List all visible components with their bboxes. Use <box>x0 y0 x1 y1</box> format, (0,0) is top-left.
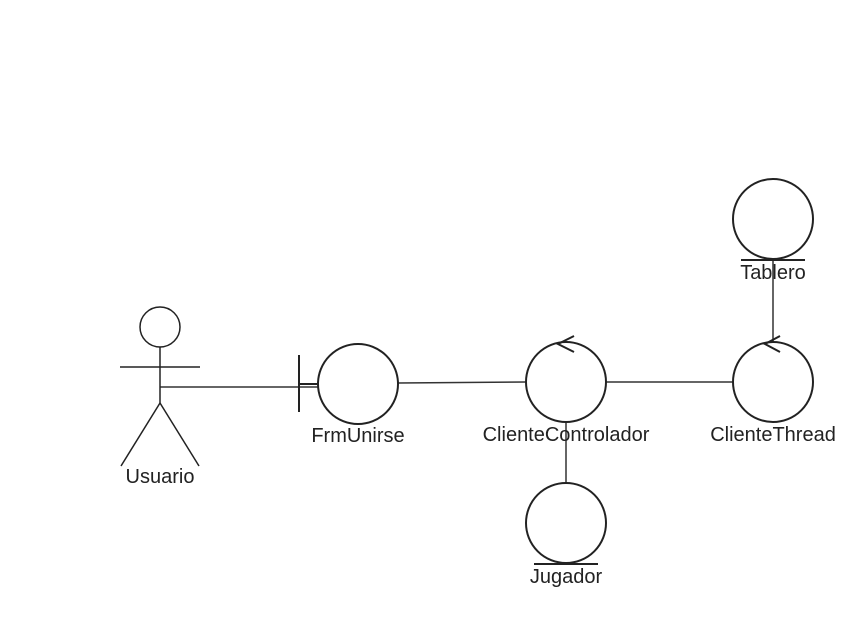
entity-tablero-label: Tablero <box>740 262 806 284</box>
boundary-frmunirse[interactable]: FrmUnirse <box>298 343 405 447</box>
control-clientethread-label: ClienteThread <box>710 424 836 446</box>
actor-usuario-label: Usuario <box>126 466 195 488</box>
entity-icon <box>525 482 607 565</box>
connections <box>160 260 774 483</box>
link-frmunirse-clientecontrolador <box>397 381 527 384</box>
entity-icon <box>732 178 814 261</box>
boundary-icon <box>298 343 399 425</box>
entity-tablero[interactable]: Tablero <box>732 178 814 284</box>
control-clientethread[interactable]: ClienteThread <box>710 335 836 446</box>
actor-usuario[interactable]: Usuario <box>120 306 200 488</box>
control-icon <box>732 335 814 423</box>
entity-jugador[interactable]: Jugador <box>525 482 607 588</box>
boundary-frmunirse-label: FrmUnirse <box>311 425 404 447</box>
control-clientecontrolador-label: ClienteControlador <box>483 424 650 446</box>
control-clientecontrolador[interactable]: ClienteControlador <box>483 335 650 446</box>
control-icon <box>525 335 607 423</box>
entity-jugador-label: Jugador <box>530 566 603 588</box>
stick-figure-actor-icon <box>120 306 200 467</box>
